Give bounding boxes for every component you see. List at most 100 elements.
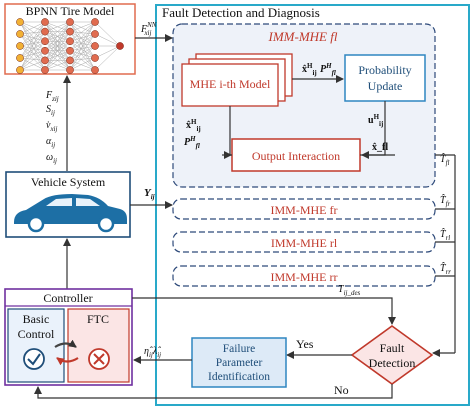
nn-node <box>66 27 74 36</box>
nn-node <box>16 18 24 26</box>
nn-edge <box>19 33 46 71</box>
ftc-label: FTC <box>87 312 109 326</box>
nn-edge <box>69 31 96 47</box>
t-des-line <box>132 297 396 325</box>
nn-edge <box>19 31 46 71</box>
nn-edge <box>44 41 71 71</box>
nn-edge <box>69 33 96 61</box>
nn-edge <box>19 21 46 47</box>
nn-node <box>91 66 99 74</box>
fail-icon <box>88 348 110 370</box>
nn-node <box>91 42 99 50</box>
nn-node <box>91 54 99 62</box>
nn-edge <box>19 60 46 71</box>
nn-edge <box>44 21 71 51</box>
imm-rr-group <box>172 265 436 287</box>
t-hat-bus <box>432 154 456 357</box>
nn-edge <box>19 21 46 71</box>
nn-edge <box>19 41 46 71</box>
nn-edge <box>44 21 71 42</box>
nn-edge <box>69 31 96 35</box>
nn-edge <box>19 50 46 59</box>
nn-edge <box>19 40 46 47</box>
nn-edge <box>19 33 46 61</box>
nn-node <box>16 54 24 62</box>
probability-update-line2: Update <box>368 79 403 93</box>
imm-rl-title: IMM-MHE rl <box>271 236 338 250</box>
imm-fl-title: IMM-MHE fl <box>268 29 338 44</box>
switch-icon <box>54 339 79 366</box>
output-interaction-label: Output Interaction <box>252 149 340 163</box>
nn-node <box>41 46 49 55</box>
label-t-rl: T̂rl <box>440 227 450 242</box>
label-y: Yij <box>144 187 155 201</box>
probability-update-line1: Probability <box>358 63 411 77</box>
mhe-model-label: MHE i-th Model <box>190 77 271 91</box>
nn-node <box>66 66 74 74</box>
nn-edge <box>19 33 46 52</box>
nn-node <box>16 30 24 38</box>
nn-edge <box>94 33 121 47</box>
nn-edge <box>19 57 46 71</box>
nn-node <box>116 42 124 50</box>
nn-edge <box>94 45 121 59</box>
nn-node <box>16 66 24 74</box>
nn-node <box>41 27 49 36</box>
no-path <box>34 384 393 399</box>
label-t-fr: T̂fr <box>440 193 451 208</box>
nn-edge <box>19 31 46 59</box>
nn-edge <box>44 21 71 71</box>
nn-edge <box>19 33 46 42</box>
nn-node <box>41 66 49 74</box>
nn-node <box>66 56 74 65</box>
nn-edge <box>69 31 96 59</box>
bpnn-title: BPNN Tire Model <box>26 4 115 18</box>
nn-edge <box>44 21 71 61</box>
label-vdot: v̇xij <box>46 120 58 133</box>
fpi-line1: Failure <box>223 343 256 355</box>
fault-detection-line1: Fault <box>380 341 405 355</box>
basic-control-line1: Basic <box>23 312 50 326</box>
nn-edge <box>69 33 96 71</box>
nn-edge <box>69 33 96 42</box>
label-t-fl: T̂fl <box>440 152 450 167</box>
nn-node <box>66 18 74 26</box>
check-icon <box>23 348 45 370</box>
nn-edge <box>44 21 71 32</box>
nn-edge <box>19 57 46 61</box>
probability-update-box <box>344 54 426 102</box>
nn-edge <box>69 45 96 61</box>
vehicle-title: Vehicle System <box>31 175 106 189</box>
nn-edge <box>69 21 96 61</box>
no-label: No <box>334 383 349 397</box>
fault-detection-line2: Detection <box>369 356 416 370</box>
nn-edge <box>44 50 71 71</box>
neural-network-graphic <box>16 18 124 74</box>
nn-edge <box>69 21 96 47</box>
nn-node <box>91 18 99 26</box>
nn-edge <box>19 45 46 71</box>
nn-node <box>91 30 99 38</box>
imm-fr-title: IMM-MHE fr <box>271 203 338 217</box>
nn-edge <box>19 21 46 59</box>
label-xhat-fl: x̂_fl <box>372 142 388 153</box>
label-eta-lambda: η̂ijλ̂ij <box>144 346 161 359</box>
basic-control-box <box>7 308 65 383</box>
nn-edge <box>19 45 46 52</box>
nn-node <box>41 18 49 26</box>
nn-edge <box>69 45 96 71</box>
nn-edge <box>69 40 96 59</box>
nn-edge <box>19 50 46 71</box>
nn-edge <box>69 40 96 47</box>
fpi-line3: Identification <box>208 371 270 383</box>
nn-edge <box>19 31 46 35</box>
imm-fr-group <box>172 198 436 220</box>
label-t-rr: T̂rr <box>440 261 451 276</box>
nn-edge <box>69 21 96 51</box>
label-fz: Fzij <box>45 90 59 103</box>
nn-edge <box>69 21 96 32</box>
label-omega: ωij <box>46 152 57 165</box>
label-s: Sij <box>46 104 55 117</box>
nn-node <box>16 42 24 50</box>
